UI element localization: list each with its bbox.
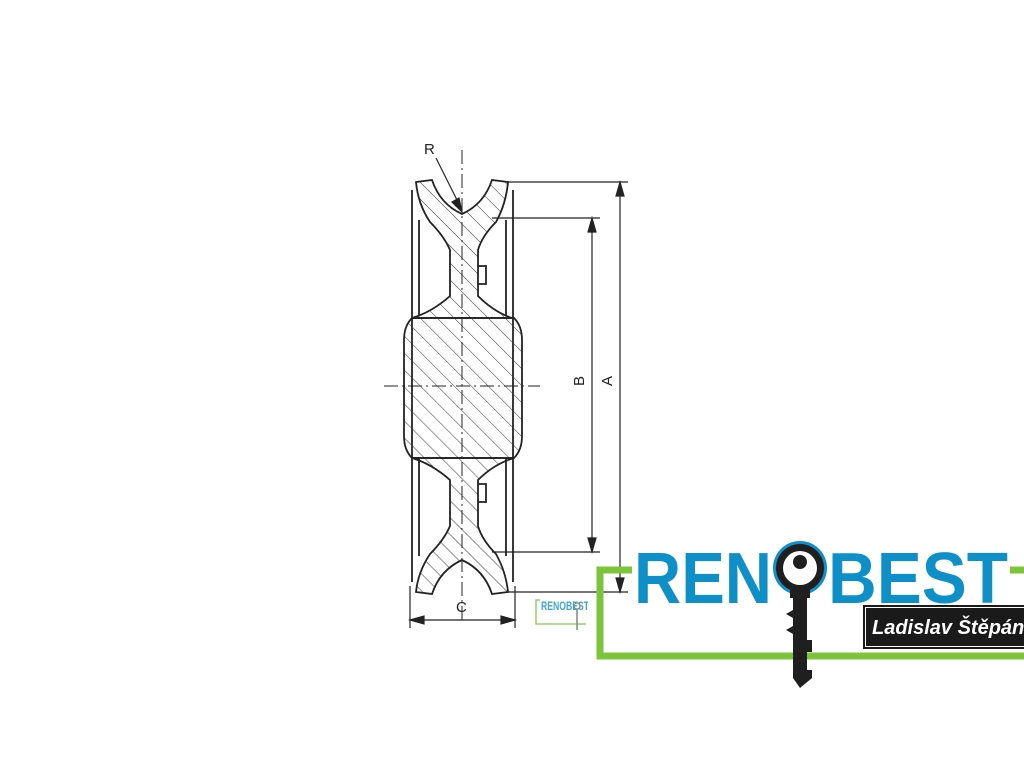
dim-a-arrow-top	[615, 179, 625, 197]
dim-a-label: A	[599, 376, 616, 386]
lower-notch	[478, 483, 487, 503]
pulley-section-drawing	[384, 150, 540, 620]
owner-name: Ladislav Štěpán	[872, 615, 1024, 639]
dim-b-arrow-bottom	[587, 537, 597, 555]
dim-r-arrow	[451, 197, 464, 214]
logo-brand-left: REN	[634, 539, 772, 619]
logo-green-frame	[596, 566, 1024, 660]
hub-section	[403, 317, 523, 459]
owner-name-plate	[866, 608, 1024, 646]
renobest-logo: REN BEST Ladislav Štěpán	[596, 539, 1024, 688]
key-icon	[773, 541, 827, 688]
dimension-lines	[407, 157, 628, 628]
dim-r-leader	[435, 157, 461, 207]
dim-r-label: R	[424, 141, 435, 158]
watermark-frame	[535, 599, 586, 625]
dim-c-arrow-left	[407, 615, 425, 625]
watermark-key-icon	[573, 602, 581, 630]
lower-groove-section	[411, 457, 515, 595]
upper-notch	[478, 265, 487, 285]
dim-b-arrow-top	[587, 215, 597, 233]
dim-c-arrow-right	[500, 615, 518, 625]
watermark-brand-text: RENOBEST	[541, 599, 589, 613]
small-watermark-logo: RENOBEST	[535, 599, 589, 630]
dim-b-label: B	[571, 376, 588, 386]
dim-a-arrow-bottom	[615, 577, 625, 595]
dim-c-label: C	[456, 599, 467, 616]
